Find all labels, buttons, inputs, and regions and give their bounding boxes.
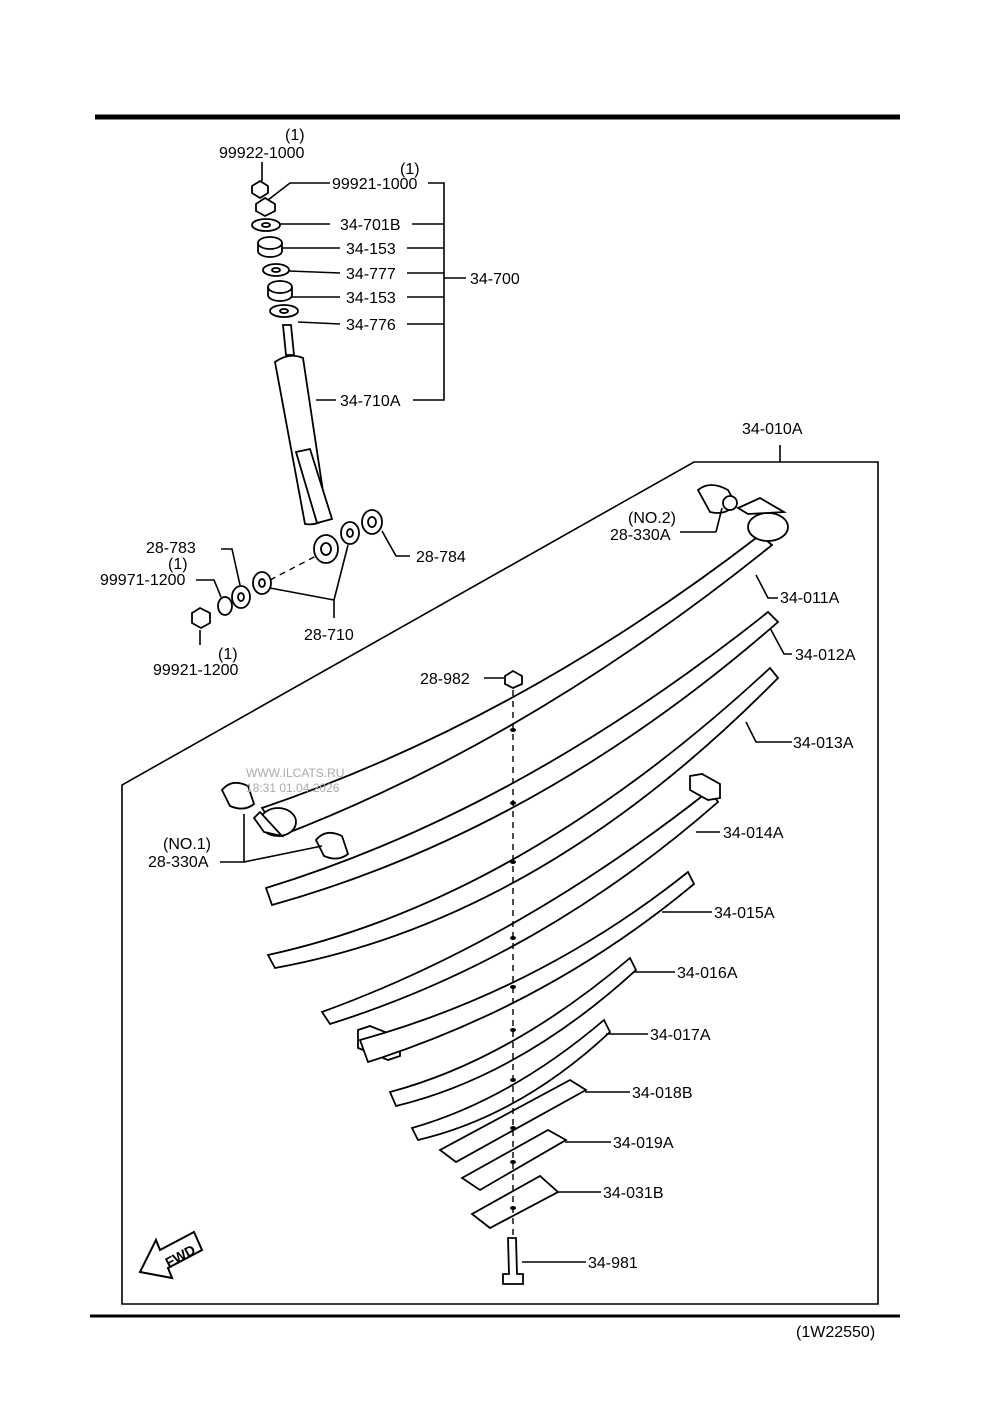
label-34-153-a: 34-153 [346, 241, 396, 258]
center-hole [510, 985, 516, 989]
bushing-28-330A-no1-a [220, 781, 256, 810]
label-34-710A: 34-710A [340, 393, 401, 410]
label-34-701B: 34-701B [340, 217, 401, 234]
bolt-34-981 [502, 1237, 524, 1285]
label-99921-1000: 99921-1000 [332, 176, 418, 193]
label-34-014A: 34-014A [723, 825, 784, 842]
label-34-010A: 34-010A [742, 421, 803, 438]
shock-leaders [196, 162, 466, 645]
label-99971-qty: (1) [168, 556, 188, 573]
label-28-784: 28-784 [416, 549, 466, 566]
label-34-153-b: 34-153 [346, 290, 396, 307]
label-34-019A: 34-019A [613, 1135, 674, 1152]
watermark-stamp: 18:31 01.04.2026 [246, 781, 340, 795]
leaf-34-015A [358, 870, 696, 1064]
center-hole [510, 860, 516, 864]
leaf-spring-group [220, 484, 789, 1285]
label-no1: (NO.1) [163, 836, 211, 853]
leaf-eye-front [747, 512, 789, 542]
center-hole [510, 1126, 516, 1130]
leaf-34-019A [460, 1128, 568, 1192]
rebound-clip-a [689, 773, 721, 801]
label-99971-1200: 99971-1200 [100, 572, 186, 589]
center-hole [510, 728, 516, 732]
shock-rod [282, 324, 295, 356]
label-28-710: 28-710 [304, 627, 354, 644]
label-99921-1200-qty: (1) [218, 646, 238, 663]
label-99921-1200: 99921-1200 [153, 662, 239, 679]
leaf-34-012A [264, 610, 780, 907]
leaf-34-013A [266, 666, 780, 970]
nut-99922 [251, 179, 269, 200]
label-28-982: 28-982 [420, 671, 470, 688]
label-no2: (NO.2) [628, 510, 676, 527]
label-34-776: 34-776 [346, 317, 396, 334]
fwd-arrow-icon: FWD [138, 1230, 204, 1280]
center-hole [510, 1078, 516, 1082]
label-99922-1000: 99922-1000 [219, 145, 305, 162]
center-hole [510, 1206, 516, 1210]
label-34-016A: 34-016A [677, 965, 738, 982]
label-28-330A-no2: 28-330A [610, 527, 671, 544]
label-28-783: 28-783 [146, 540, 196, 557]
watermark-site: WWW.ILCATS.RU [246, 766, 344, 780]
center-hole [510, 1160, 516, 1164]
leaf-34-016A [388, 956, 638, 1108]
label-34-018B: 34-018B [632, 1085, 693, 1102]
label-34-700: 34-700 [470, 271, 520, 288]
label-28-330A-no1: 28-330A [148, 854, 209, 871]
nut-28-982 [504, 669, 523, 689]
label-34-012A: 34-012A [795, 647, 856, 664]
shock-absorber-group [191, 179, 383, 630]
labels: (1) 99922-1000 (1) 99921-1000 34-701B 34… [100, 127, 875, 1341]
label-34-981: 34-981 [588, 1255, 638, 1272]
nut-99921-1200 [191, 606, 211, 630]
spring-assembly-outline [121, 445, 879, 1305]
center-hole [510, 801, 516, 805]
lockwasher-99971 [217, 596, 233, 616]
label-34-013A: 34-013A [793, 735, 854, 752]
nut-99921-1000 [255, 196, 276, 218]
label-34-017A: 34-017A [650, 1027, 711, 1044]
label-34-031B: 34-031B [603, 1185, 664, 1202]
center-hole [510, 1028, 516, 1032]
leaf-34-014A [320, 788, 720, 1026]
label-34-777: 34-777 [346, 266, 396, 283]
label-99922-qty: (1) [285, 127, 305, 144]
leaf-34-017A [410, 1018, 612, 1142]
leaf-34-011A [260, 533, 774, 838]
label-34-015A: 34-015A [714, 905, 775, 922]
label-99921-1000-qty: (1) [400, 161, 420, 178]
label-34-011A: 34-011A [780, 590, 840, 607]
spring-leaders [220, 507, 792, 1263]
reference-code: (1W22550) [796, 1324, 875, 1341]
center-hole [510, 936, 516, 940]
bushing-28-330A-no1-b [314, 831, 350, 860]
